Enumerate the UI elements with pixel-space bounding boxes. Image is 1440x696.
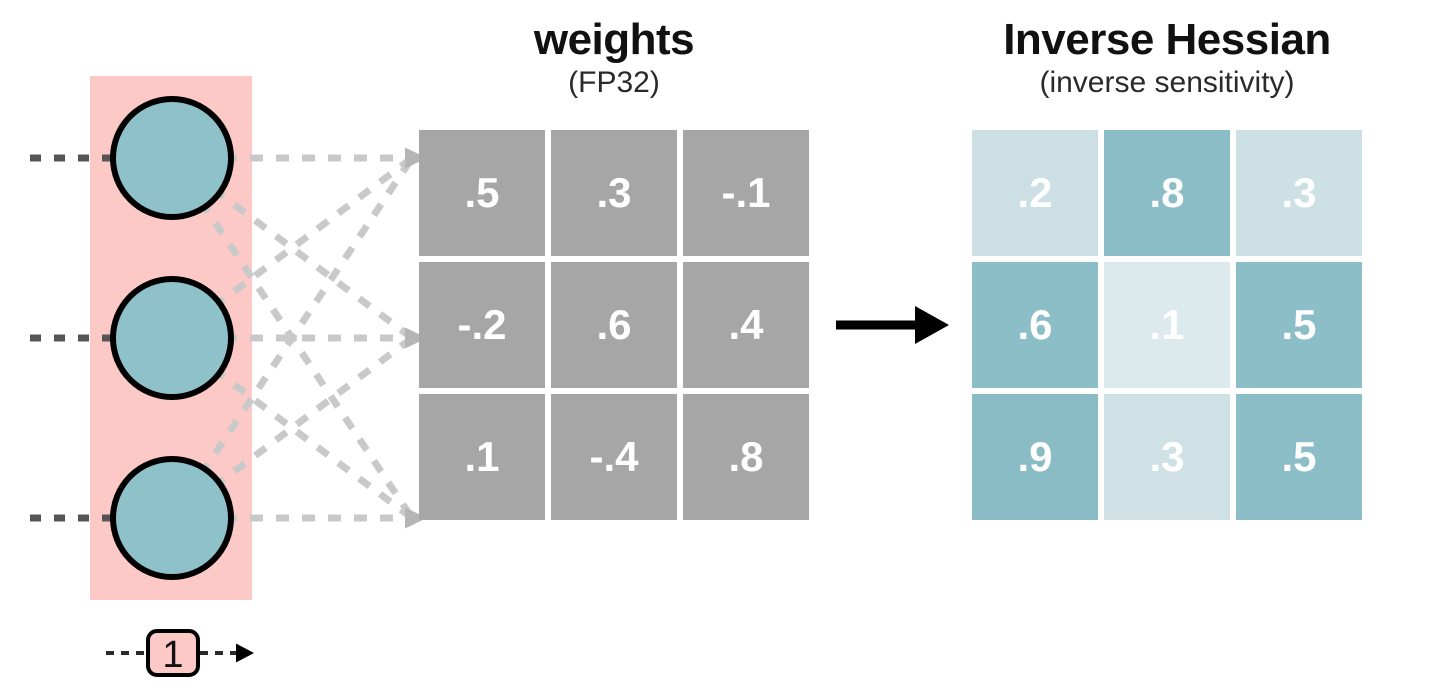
- weights-cell: -.2: [419, 262, 545, 388]
- bias-label: 1: [162, 634, 183, 676]
- hessian-cell: .2: [972, 130, 1098, 256]
- hessian-cell: .8: [1104, 130, 1230, 256]
- weights-cell: .6: [551, 262, 677, 388]
- hessian-cell: .6: [972, 262, 1098, 388]
- connection-dashed-line: [169, 156, 415, 520]
- hessian-matrix: .2 .8 .3 .6 .1 .5 .9 .3 .5: [972, 130, 1362, 520]
- hessian-cell: .9: [972, 394, 1098, 520]
- neuron-node: [110, 276, 234, 400]
- connection-arrowhead: [405, 147, 427, 169]
- hessian-cell: .1: [1104, 262, 1230, 388]
- connection-arrowhead: [405, 327, 427, 349]
- hessian-cell: .3: [1236, 130, 1362, 256]
- weights-cell: .8: [683, 394, 809, 520]
- weights-header: weights (FP32): [419, 16, 809, 99]
- weights-cell: -.1: [683, 130, 809, 256]
- hessian-subtitle: (inverse sensitivity): [1039, 65, 1295, 99]
- weights-title: weights: [533, 15, 695, 64]
- hessian-cell: .3: [1104, 394, 1230, 520]
- weights-cell: .5: [419, 130, 545, 256]
- weights-matrix: .5 .3 -.1 -.2 .6 .4 .1 -.4 .8: [419, 130, 809, 520]
- neuron-node: [110, 456, 234, 580]
- weights-subtitle: (FP32): [568, 65, 660, 99]
- flow-arrowhead: [915, 306, 949, 344]
- weights-cell: .4: [683, 262, 809, 388]
- hessian-cell: .5: [1236, 394, 1362, 520]
- neuron-node: [110, 96, 234, 220]
- hessian-title: Inverse Hessian: [1003, 15, 1331, 64]
- bias-box: [146, 629, 200, 677]
- hessian-header: Inverse Hessian (inverse sensitivity): [972, 16, 1362, 99]
- weights-cell: .1: [419, 394, 545, 520]
- bias-arrowhead: [236, 643, 254, 663]
- weights-cell: .3: [551, 130, 677, 256]
- connection-arrowhead: [405, 507, 427, 529]
- hessian-cell: .5: [1236, 262, 1362, 388]
- weights-cell: -.4: [551, 394, 677, 520]
